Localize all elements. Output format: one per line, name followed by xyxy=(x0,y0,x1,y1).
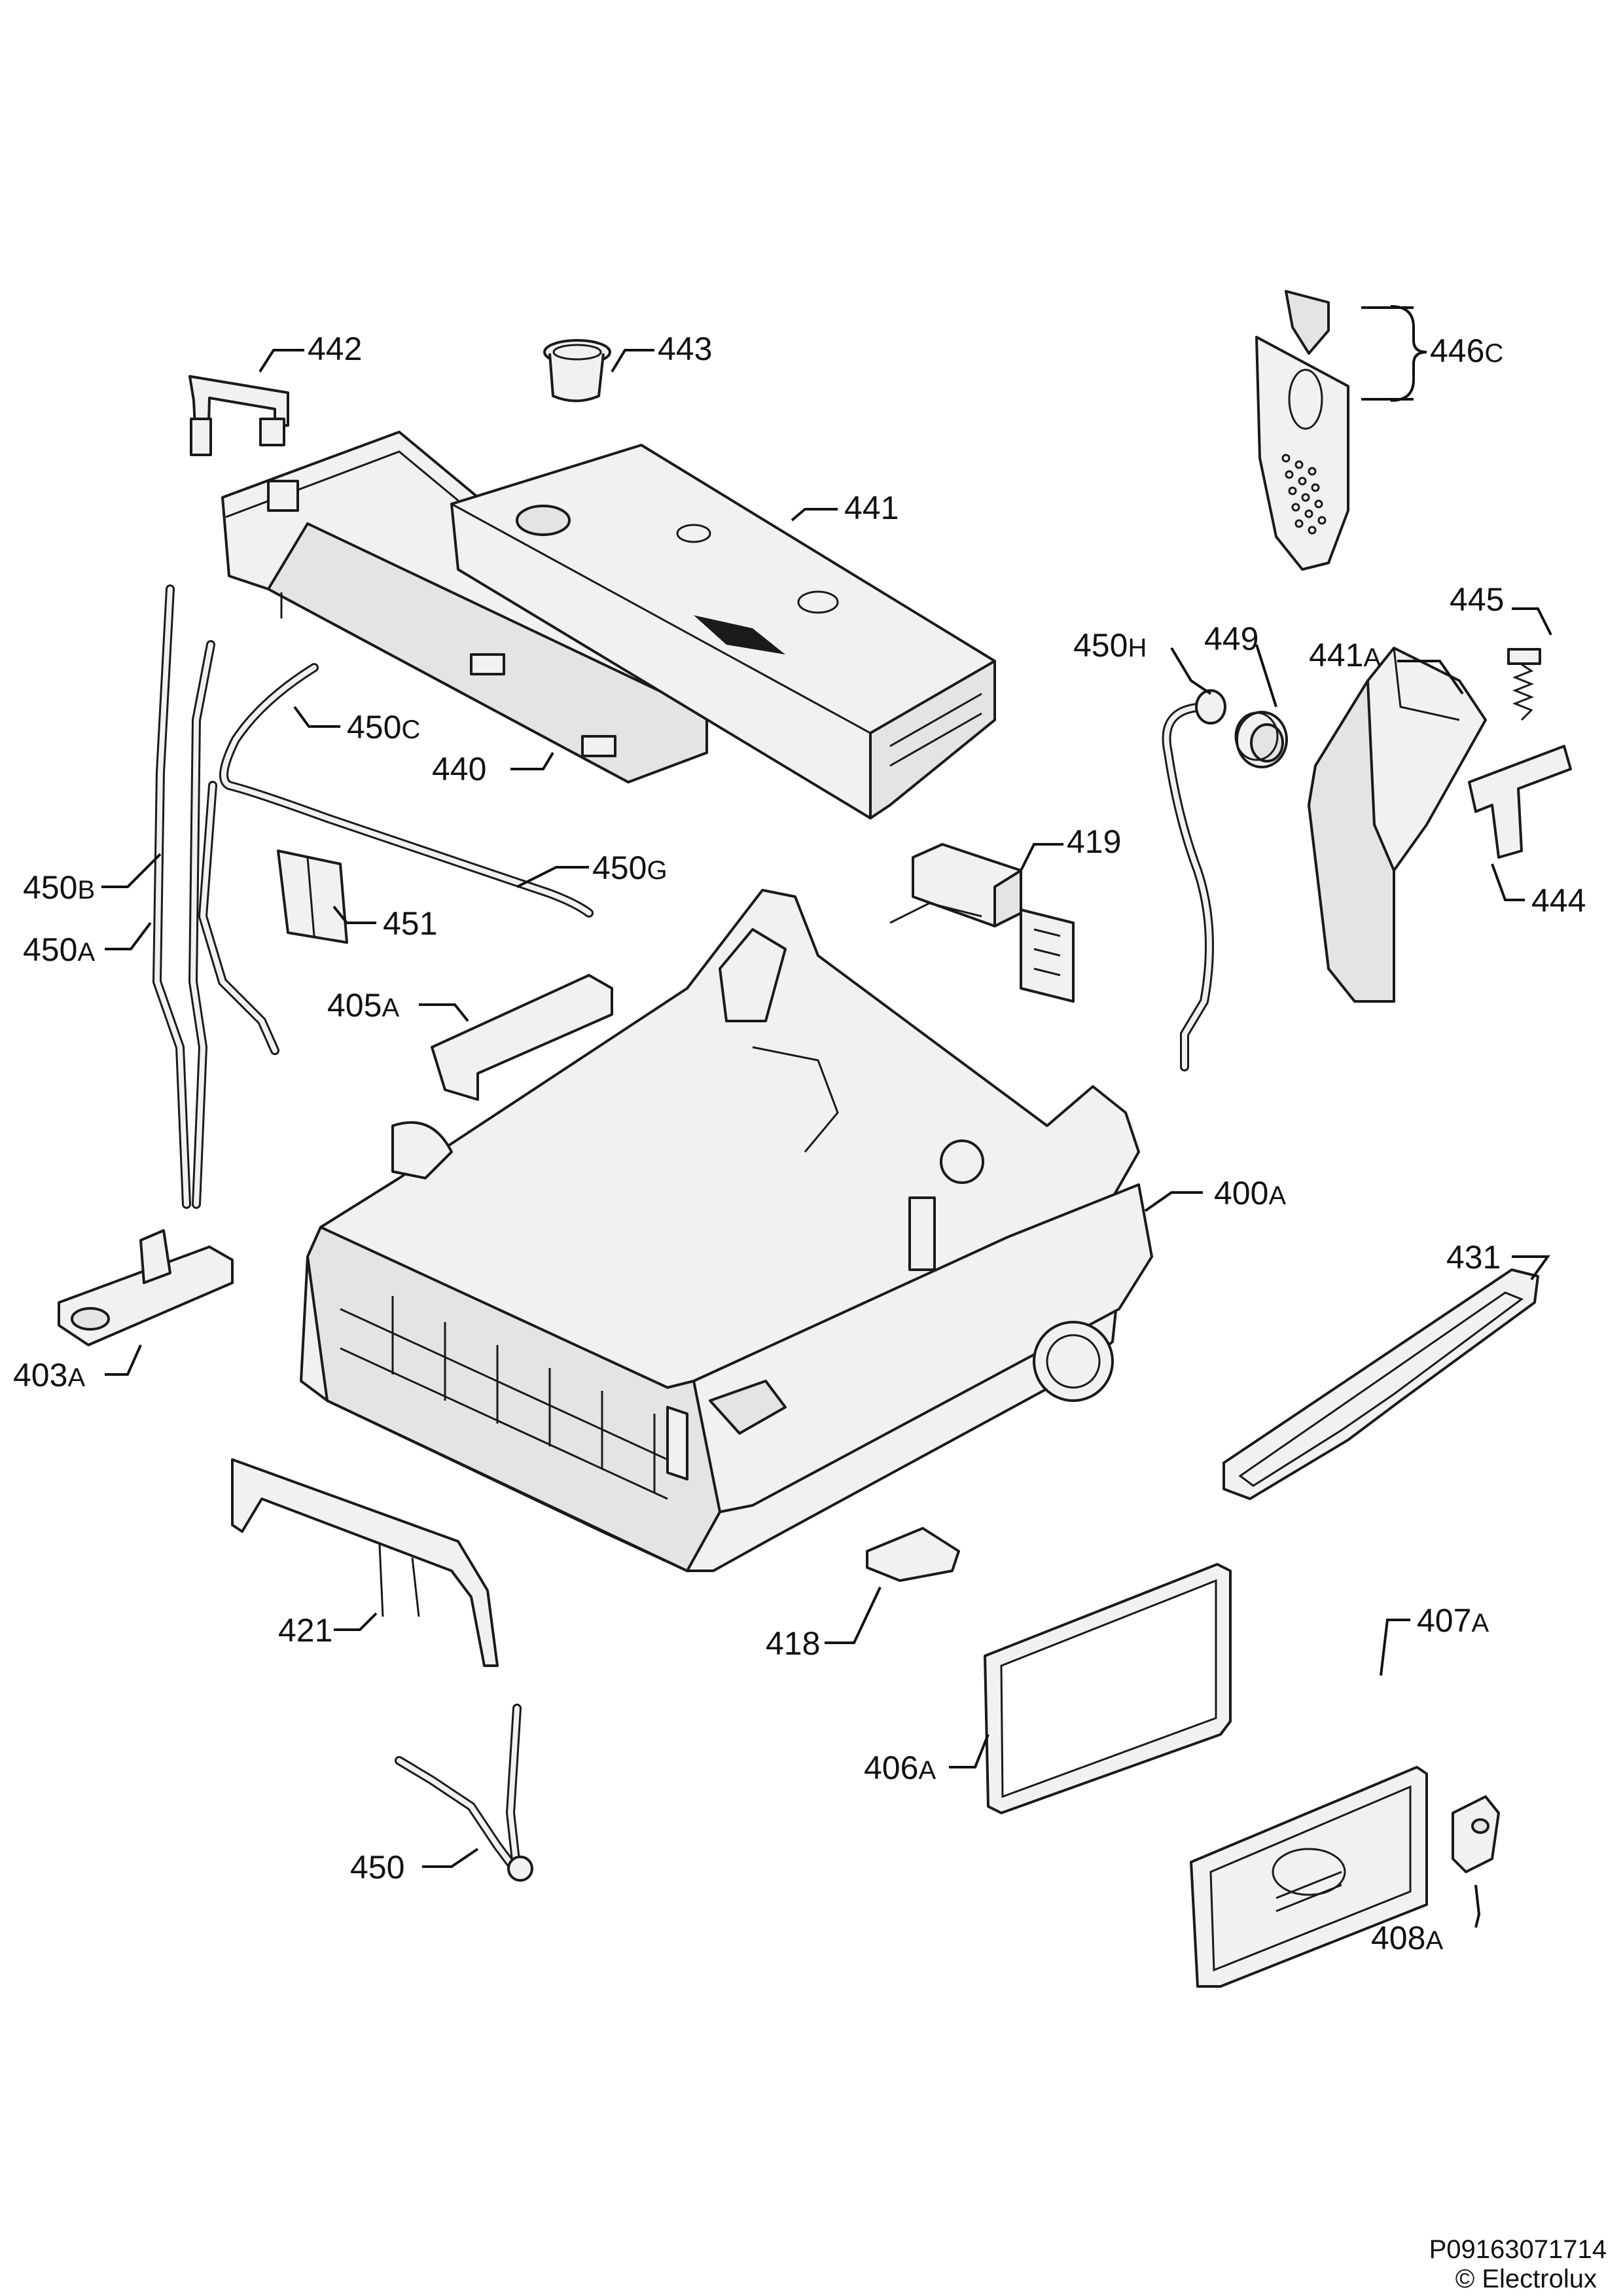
label-443: 443 xyxy=(658,331,712,367)
part-418-filter-cover xyxy=(866,1527,960,1582)
part-419-pump xyxy=(889,843,1075,1003)
part-446c-insert xyxy=(1255,290,1349,571)
part-451-clip xyxy=(277,850,348,944)
label-400a: 400A xyxy=(1214,1175,1286,1211)
part-449-grommet xyxy=(1234,711,1288,768)
part-443-cap xyxy=(543,339,611,403)
leader-lines xyxy=(101,305,1552,1928)
part-441-dispenser-drawer xyxy=(450,444,996,819)
part-441a-hopper xyxy=(1308,647,1487,1003)
part-403a-base-piece xyxy=(58,1229,234,1346)
part-440-dispenser-housing xyxy=(221,431,708,783)
label-403a: 403A xyxy=(13,1357,85,1393)
part-450a-450b-hoses xyxy=(152,584,279,1209)
part-400a-base-frame xyxy=(300,889,1153,1572)
label-406a: 406A xyxy=(864,1749,936,1786)
part-405a-cover xyxy=(431,974,613,1101)
label-450g: 450G xyxy=(592,850,668,886)
part-407a-door-panel xyxy=(1190,1766,1428,1988)
label-450b: 450B xyxy=(23,869,95,906)
copyright-notice: © Electrolux xyxy=(1455,2265,1597,2293)
label-419: 419 xyxy=(1067,823,1121,860)
label-431: 431 xyxy=(1446,1239,1501,1276)
label-418: 418 xyxy=(766,1625,820,1662)
label-446c: 446C xyxy=(1430,332,1503,369)
label-449: 449 xyxy=(1204,620,1258,657)
label-444: 444 xyxy=(1531,882,1586,919)
label-441a: 441A xyxy=(1309,637,1381,673)
part-421-bracket-strip xyxy=(231,1458,499,1667)
label-450c: 450C xyxy=(347,709,420,745)
label-450a: 450A xyxy=(23,931,95,968)
part-408a-handle xyxy=(1452,1795,1500,1873)
drawing-code: P09163071714 xyxy=(1429,2235,1607,2264)
label-445: 445 xyxy=(1450,581,1504,618)
part-445-spring-pin xyxy=(1507,648,1541,721)
part-labels: 442 443 446C 441 445 450H 449 441A 450C … xyxy=(13,331,1586,1956)
part-444-latch xyxy=(1468,745,1572,859)
label-441: 441 xyxy=(844,490,899,526)
part-450-drain-hose xyxy=(395,1704,533,1882)
label-421: 421 xyxy=(278,1612,332,1649)
label-450: 450 xyxy=(350,1849,404,1886)
part-450c-450g-hose xyxy=(219,663,594,918)
label-405a: 405A xyxy=(327,987,399,1024)
part-450h-hose xyxy=(1162,689,1226,1071)
part-442-bracket xyxy=(188,375,289,456)
label-407a: 407A xyxy=(1417,1602,1489,1639)
part-431-seal xyxy=(1222,1268,1539,1500)
label-450h: 450H xyxy=(1073,627,1147,664)
label-451: 451 xyxy=(383,905,437,942)
label-408a: 408A xyxy=(1371,1920,1443,1956)
part-406a-door-seal xyxy=(984,1563,1232,1814)
label-440: 440 xyxy=(432,751,486,787)
footer: P09163071714 © Electrolux xyxy=(1429,2235,1607,2293)
label-442: 442 xyxy=(308,331,362,367)
